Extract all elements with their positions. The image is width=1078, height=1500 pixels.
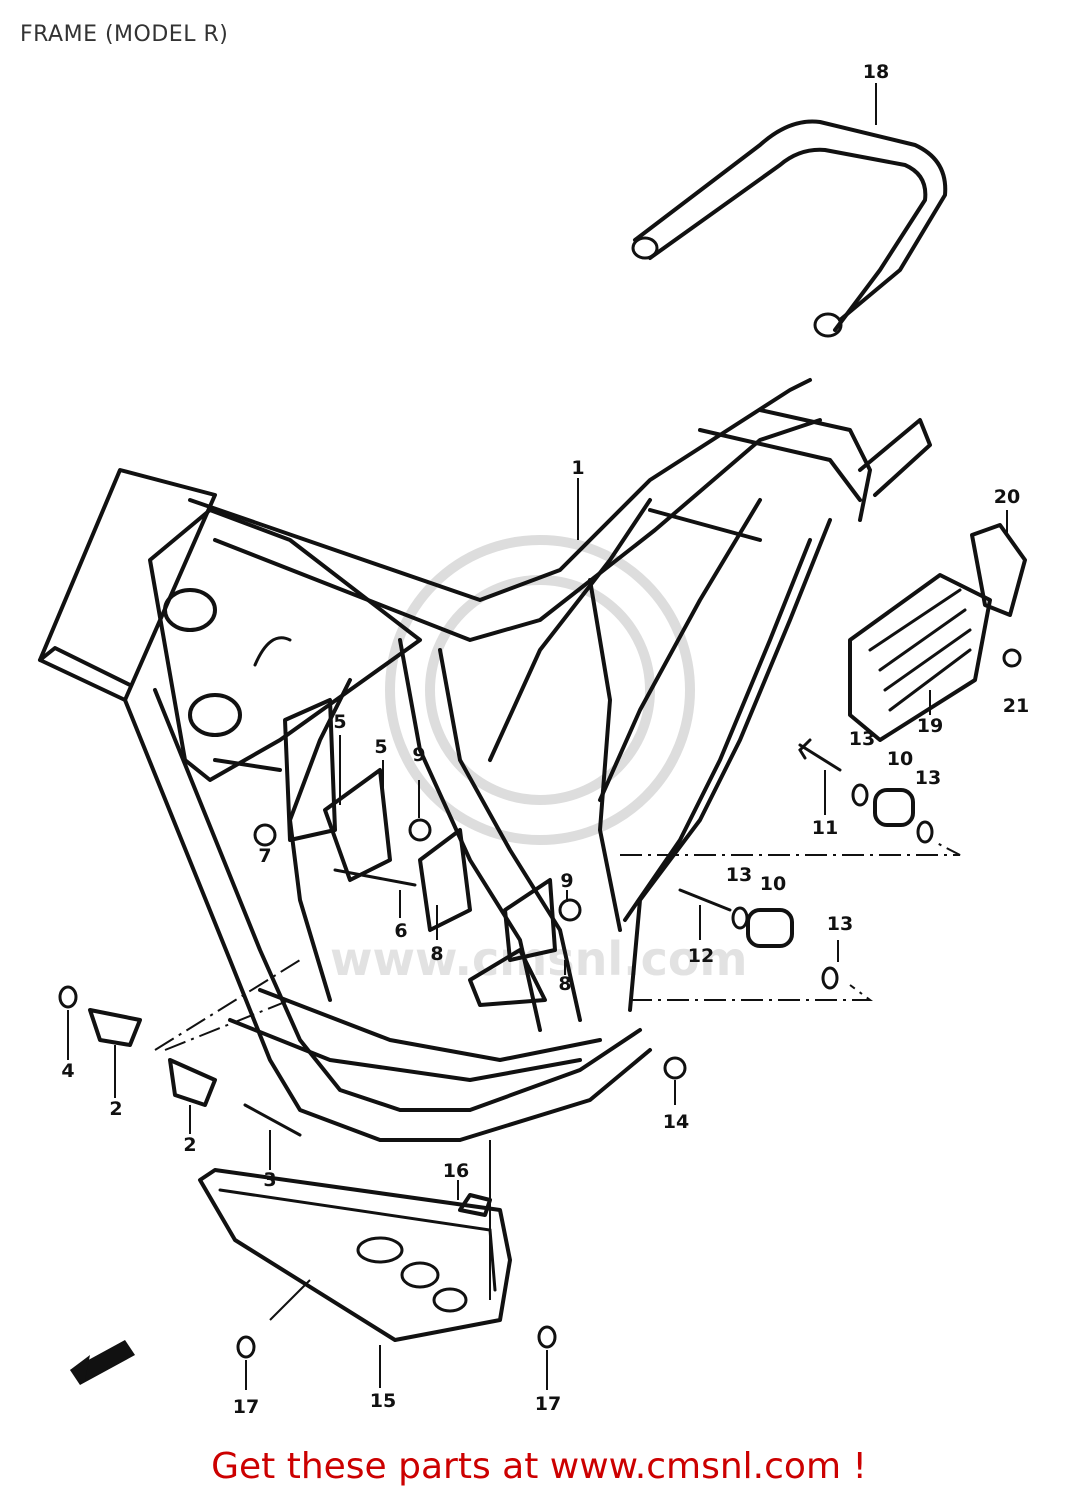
footpeg-brackets [58, 959, 687, 1390]
callout-labels: 18 1 20 21 19 13 10 13 11 5 5 9 7 6 8 9 … [61, 61, 1029, 1418]
callout-17a: 17 [233, 1396, 259, 1418]
callout-4: 4 [61, 1060, 74, 1082]
callout-8a: 8 [430, 943, 443, 965]
callout-5b: 5 [374, 736, 387, 758]
callout-17b: 17 [535, 1393, 561, 1415]
watermark-text: www.cmsnl.com [330, 932, 747, 986]
engine-mounts [253, 698, 582, 1007]
callout-1: 1 [571, 457, 584, 479]
callout-11: 11 [812, 817, 838, 839]
grab-rail [631, 83, 948, 338]
callout-8b: 8 [558, 973, 571, 995]
page-title: FRAME (MODEL R) [20, 22, 229, 47]
callout-13a: 13 [849, 728, 875, 750]
callout-12: 12 [688, 945, 714, 967]
callout-20: 20 [994, 486, 1020, 508]
fwd-arrow-icon [70, 1340, 135, 1385]
callout-16: 16 [443, 1160, 469, 1182]
tool-box [848, 510, 1027, 742]
skid-plate [198, 1140, 512, 1388]
callout-13b: 13 [915, 767, 941, 789]
callout-14: 14 [663, 1111, 689, 1133]
callout-19: 19 [917, 715, 943, 737]
callout-9b: 9 [560, 870, 573, 892]
callout-2b: 2 [183, 1134, 196, 1156]
callout-21: 21 [1003, 695, 1029, 717]
rear-mount-hardware [620, 738, 961, 1001]
callout-6: 6 [394, 920, 407, 942]
callout-18: 18 [863, 61, 889, 83]
footer-link[interactable]: Get these parts at www.cmsnl.com ! [211, 1446, 867, 1487]
callout-2a: 2 [109, 1098, 122, 1120]
callout-3: 3 [263, 1169, 276, 1191]
callout-15: 15 [370, 1390, 396, 1412]
callout-7: 7 [258, 845, 271, 867]
callout-10a: 10 [887, 748, 913, 770]
main-frame [38, 378, 932, 1142]
callout-5a: 5 [333, 711, 346, 733]
callout-13c: 13 [726, 864, 752, 886]
callout-13d: 13 [827, 913, 853, 935]
watermark: www.cmsnl.com [330, 535, 747, 986]
callout-10b: 10 [760, 873, 786, 895]
callout-9a: 9 [412, 744, 425, 766]
